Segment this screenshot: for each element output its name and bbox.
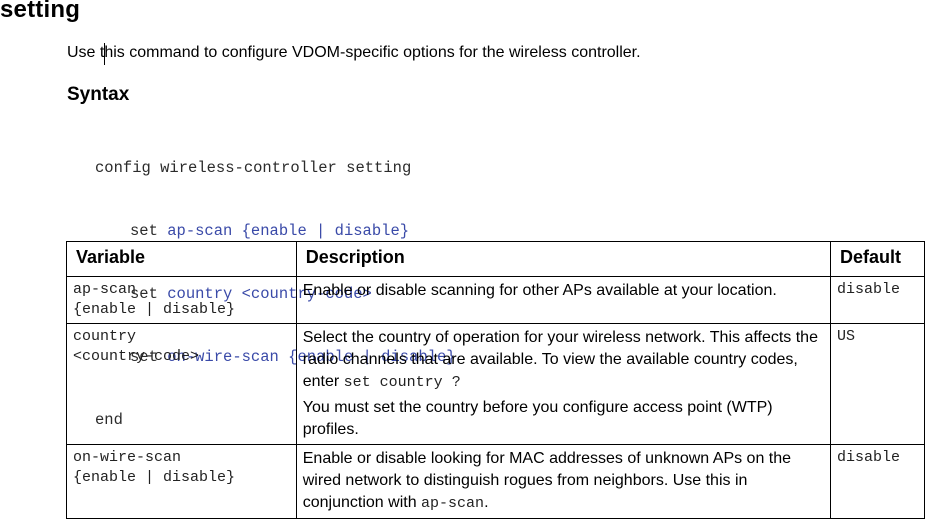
code-line-config: config wireless-controller setting <box>95 158 456 179</box>
description-cell: Select the country of operation for your… <box>295 323 832 445</box>
description-cell: Enable or disable looking for MAC addres… <box>295 444 832 519</box>
inline-code: ap-scan <box>421 495 485 512</box>
table-header-row: Variable Description Default <box>66 241 925 277</box>
default-cell: disable <box>830 444 925 519</box>
variable-values: {enable | disable} <box>73 469 236 486</box>
description-text-part: Enable or disable looking for MAC addres… <box>302 450 792 511</box>
code-line-ap-scan: set ap-scan {enable | disable} <box>95 221 456 242</box>
page-title: setting <box>0 0 81 23</box>
header-default: Default <box>830 241 925 277</box>
description-text: Select the country of operation for your… <box>303 327 824 394</box>
header-variable: Variable <box>66 241 297 277</box>
table-row: country <country-code> Select the countr… <box>66 323 925 445</box>
variables-table: Variable Description Default ap-scan {en… <box>66 241 925 519</box>
description-cell: Enable or disable scanning for other APs… <box>295 276 832 324</box>
syntax-heading: Syntax <box>67 84 130 105</box>
variable-values: {enable | disable} <box>73 301 236 318</box>
code-config-text: config wireless-controller setting <box>95 159 412 177</box>
variable-cell: on-wire-scan {enable | disable} <box>66 444 297 519</box>
inline-code: set country ? <box>343 374 461 391</box>
variable-name: country <box>73 328 137 345</box>
text-cursor <box>104 43 105 65</box>
code-set-keyword: set <box>130 222 158 240</box>
description-text: Enable or disable looking for MAC addres… <box>303 448 824 515</box>
description-note: You must set the country before you conf… <box>302 399 773 438</box>
variable-name: ap-scan <box>73 281 137 298</box>
default-cell: US <box>830 323 925 445</box>
table-row: on-wire-scan {enable | disable} Enable o… <box>66 444 925 519</box>
description-text-part: Select the country of operation for your… <box>302 329 818 390</box>
variable-values: <country-code> <box>73 348 200 365</box>
variable-name: on-wire-scan <box>73 449 182 466</box>
description-text-end: . <box>484 494 489 511</box>
variable-cell: ap-scan {enable | disable} <box>66 276 297 324</box>
description-text: Enable or disable scanning for other APs… <box>302 282 777 299</box>
code-ap-scan-arg: ap-scan {enable | disable} <box>167 222 410 240</box>
intro-text: Use this command to configure VDOM-speci… <box>67 44 641 61</box>
header-description: Description <box>295 241 832 277</box>
table-row: ap-scan {enable | disable} Enable or dis… <box>66 276 925 324</box>
variable-cell: country <country-code> <box>66 323 297 445</box>
default-cell: disable <box>830 276 925 324</box>
